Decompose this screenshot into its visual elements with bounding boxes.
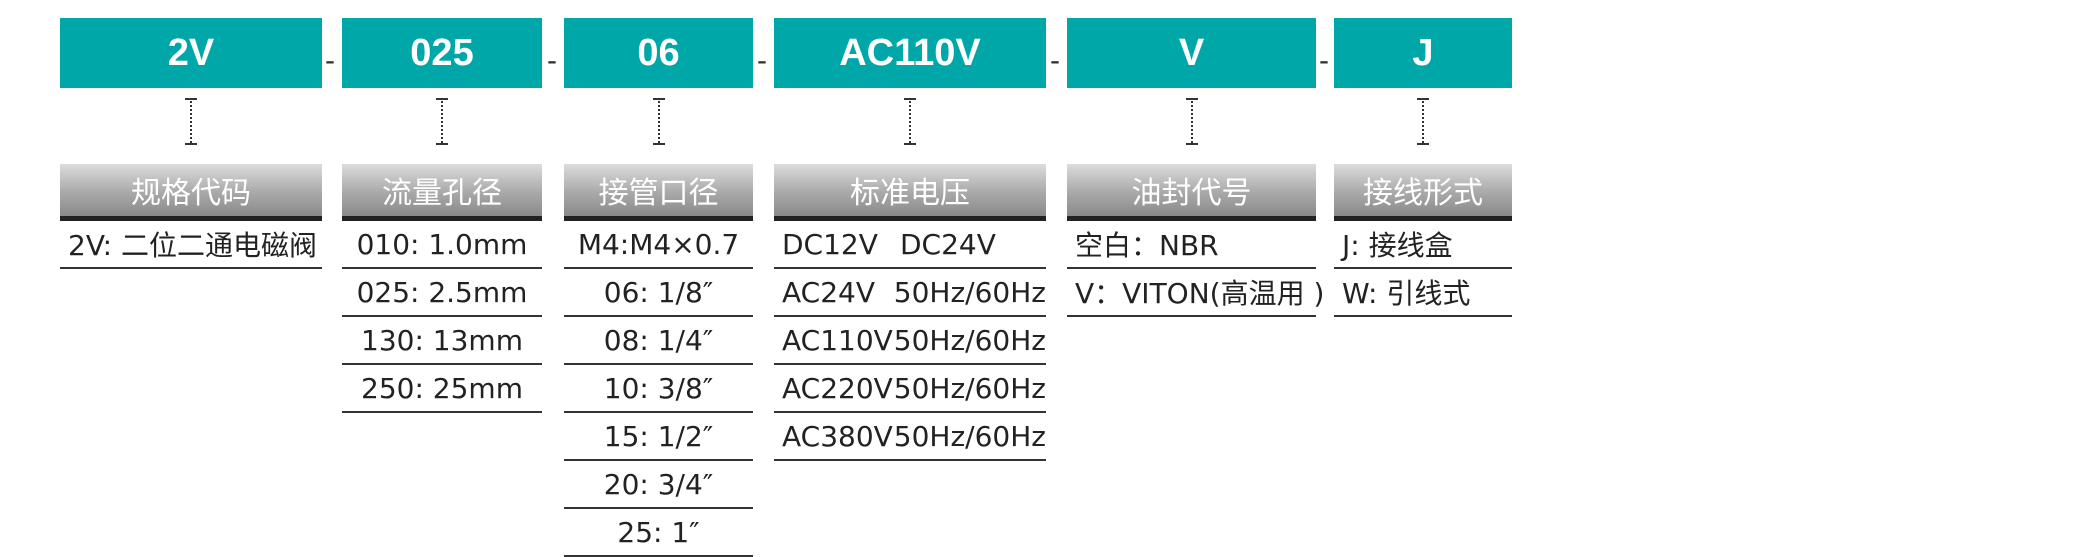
code-box: J [1334,18,1512,88]
voltage-value: AC110V [782,323,893,357]
voltage-value: AC220V [782,371,893,405]
list-item: 10: 3/8″ [564,365,753,413]
connector [564,88,753,164]
separator: - [547,44,557,77]
code-box: V [1067,18,1316,88]
frequency-value: 50Hz/60Hz [893,323,1046,357]
code-box: AC110V [774,18,1046,88]
list-item: 15: 1/2″ [564,413,753,461]
voltage-value: DC12V [782,227,878,261]
list-item: 025: 2.5mm [342,269,542,317]
list-item: 06: 1/8″ [564,269,753,317]
separator: - [757,44,767,77]
column-header: 接线形式 [1334,164,1512,221]
column-header: 接管口径 [564,164,753,221]
column-header: 流量孔径 [342,164,542,221]
list-item: M4:M4×0.7 [564,221,753,269]
column-port-size: 06 接管口径 M4:M4×0.7 06: 1/8″ 08: 1/4″ 10: … [564,18,753,557]
frequency-value: 50Hz/60Hz [893,419,1046,453]
list-item: W: 引线式 [1334,269,1512,317]
column-header: 规格代码 [60,164,322,221]
list-item: 08: 1/4″ [564,317,753,365]
column-seal-code: V 油封代号 空白：NBR V：VITON(高温用 ) [1067,18,1324,317]
frequency-value: 50Hz/60Hz [893,371,1046,405]
list-item: V：VITON(高温用 ) [1067,269,1324,317]
connector [342,88,542,164]
list-item: DC12V DC24V [774,221,1046,269]
list-item: 010: 1.0mm [342,221,542,269]
list-item: AC24V 50Hz/60Hz [774,269,1046,317]
column-spec-code: 2V 规格代码 2V: 二位二通电磁阀 [60,18,322,269]
column-standard-voltage: AC110V 标准电压 DC12V DC24V AC24V 50Hz/60Hz AC… [774,18,1046,461]
list-item: 250: 25mm [342,365,542,413]
frequency-value: 50Hz/60Hz [893,275,1046,309]
separator: - [325,44,335,77]
separator: - [1050,44,1060,77]
voltage-value: AC380V [782,419,893,453]
code-box: 2V [60,18,322,88]
code-box: 06 [564,18,753,88]
connector [774,88,1046,164]
column-wiring-type: J 接线形式 J: 接线盒 W: 引线式 [1334,18,1512,317]
connector [1067,88,1316,164]
column-header: 油封代号 [1067,164,1316,221]
list-item: 130: 13mm [342,317,542,365]
code-box: 025 [342,18,542,88]
list-item: 空白：NBR [1067,221,1316,269]
voltage-value: AC24V [782,275,875,309]
list-item: 20: 3/4″ [564,461,753,509]
list-item: J: 接线盒 [1334,221,1512,269]
connector [60,88,322,164]
list-item: 2V: 二位二通电磁阀 [60,221,322,269]
frequency-value: DC24V [900,227,996,261]
column-flow-orifice: 025 流量孔径 010: 1.0mm 025: 2.5mm 130: 13mm… [342,18,542,413]
connector [1334,88,1512,164]
column-header: 标准电压 [774,164,1046,221]
separator: - [1319,44,1329,77]
